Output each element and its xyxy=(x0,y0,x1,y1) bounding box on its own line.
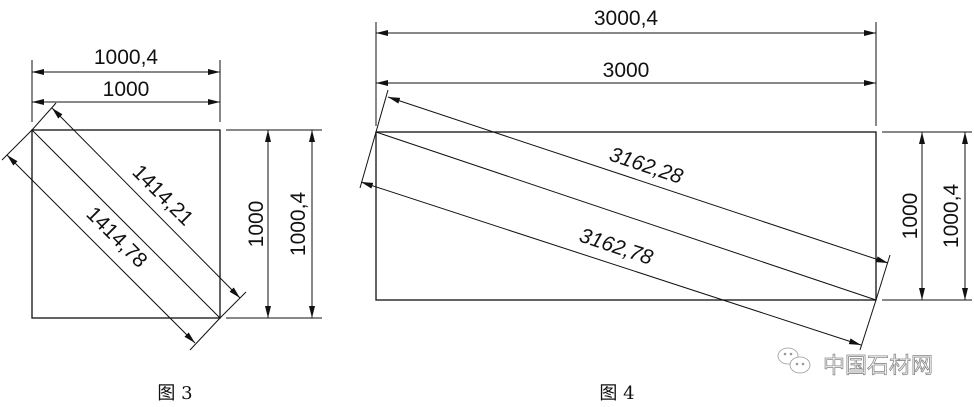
dim-label-diag-inner: 3162,28 xyxy=(606,143,686,189)
dim-label-top-inner: 3000 xyxy=(603,59,650,82)
square-diagonal xyxy=(31,129,221,319)
dim-label-top-outer: 1000,4 xyxy=(94,46,159,69)
dim-line-diag-inner xyxy=(51,107,241,299)
figure-3-caption: 图 3 xyxy=(157,383,192,404)
dim-label-right-outer: 1000,4 xyxy=(940,184,963,249)
figure-3: 1000,4 1000 1000 1000,4 1414,21 1414,78 … xyxy=(1,46,322,404)
wechat-icon xyxy=(777,347,811,374)
dim-label-right-inner: 1000 xyxy=(245,201,268,248)
dim-label-top-inner: 1000 xyxy=(103,78,150,101)
dim-label-right-inner: 1000 xyxy=(899,193,922,240)
dim-label-diag-outer: 3162,78 xyxy=(576,224,656,270)
dim-line-diag-outer xyxy=(6,154,196,344)
dim-label-diag-outer: 1414,78 xyxy=(82,202,152,272)
watermark: 中国石材网 xyxy=(777,347,933,379)
watermark-text: 中国石材网 xyxy=(823,354,933,379)
dim-line-diag-outer xyxy=(360,181,862,346)
dim-label-top-outer: 3000,4 xyxy=(594,7,659,30)
dim-label-right-outer: 1000,4 xyxy=(287,192,310,257)
figure-4-caption: 图 4 xyxy=(599,383,634,404)
dim-line-diag-inner xyxy=(387,96,889,264)
figure-4: 3000,4 3000 1000 1000,4 3162,28 3162,78 … xyxy=(359,7,972,404)
